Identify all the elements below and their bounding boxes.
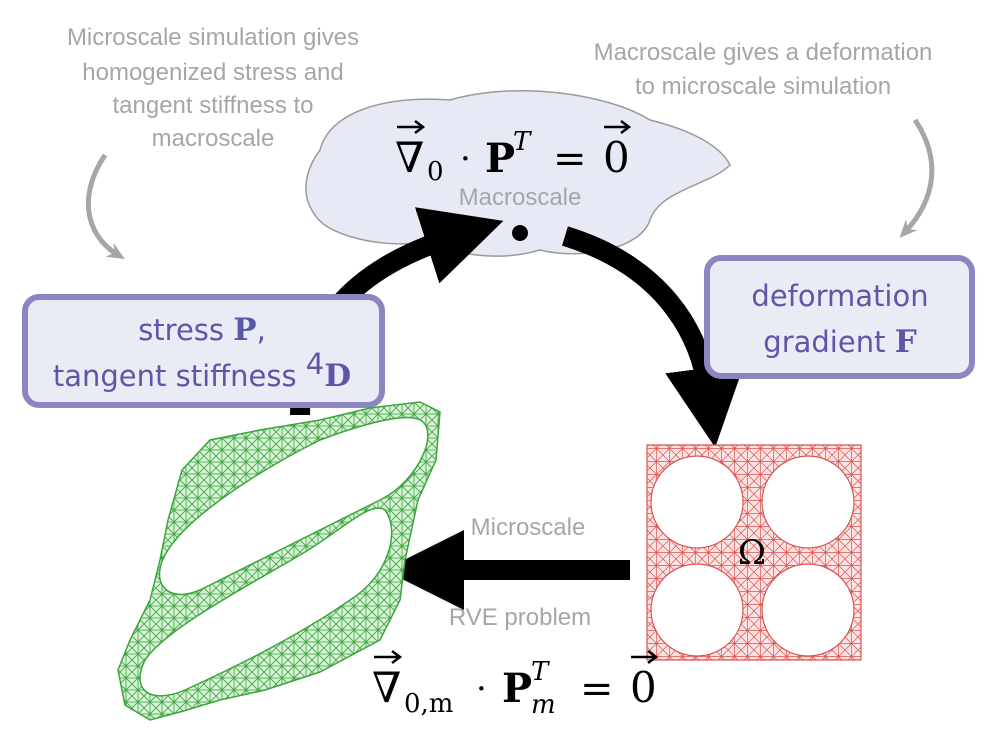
left-note: Microscale simulation gives homogenized …	[67, 24, 359, 152]
right-note: Macroscale gives a deformation to micros…	[594, 39, 933, 100]
stress-box-frame	[22, 294, 385, 408]
macroscale-point	[512, 225, 528, 241]
macro-dot: ·	[460, 139, 471, 179]
right-note-arrow	[899, 118, 935, 238]
micro-equals: =	[580, 666, 614, 712]
micro-P-sup: T	[531, 657, 550, 687]
micro-P: P	[502, 665, 532, 712]
micro-equation: ∇ 0,m · P T m = 0	[372, 650, 659, 720]
deformed-rve-mesh	[117, 401, 441, 721]
left-note-line-2: homogenized stress and	[82, 59, 344, 86]
macro-to-micro-arrow	[562, 226, 745, 448]
macro-equals: =	[553, 136, 587, 182]
left-note-line-3: tangent stiffness to	[112, 92, 313, 119]
micro-zero: 0	[630, 663, 657, 712]
micro-dot: ·	[476, 669, 487, 709]
left-note-line-1: Microscale simulation gives	[67, 24, 359, 51]
micro-nabla-sub: 0,m	[404, 689, 453, 719]
deformed-rve-outer	[117, 401, 441, 721]
microscale-label: Microscale	[471, 514, 586, 541]
deformation-box: deformation gradient F	[704, 255, 975, 379]
macro-nabla: ∇	[395, 133, 424, 182]
macro-P: P	[485, 135, 515, 182]
deformation-symbol-F: F	[895, 324, 917, 360]
stress-box: stress P, tangent stiffness 4D	[22, 294, 385, 408]
deformation-box-line-2: gradient F	[763, 324, 916, 360]
stress-comma: ,	[257, 313, 266, 347]
omega-label: Ω	[738, 533, 766, 573]
micro-P-sub: m	[531, 690, 556, 720]
macro-nabla-sub: 0	[427, 157, 444, 187]
gradient-label: gradient	[763, 325, 894, 359]
macro-zero: 0	[603, 133, 630, 182]
macroscale-label: Macroscale	[459, 184, 582, 211]
macro-equation: ∇ 0 · P T = 0	[395, 120, 632, 187]
micro-zero-vector-arrow	[631, 650, 659, 664]
micro-nabla-vector-arrow	[374, 650, 403, 664]
rve-problem-label: RVE problem	[449, 604, 591, 631]
macro-nabla-vector-arrow	[397, 120, 426, 134]
right-note-line-2: to microscale simulation	[635, 73, 891, 100]
stress-symbol-P: P	[233, 312, 256, 348]
stiffness-symbol-D: D	[324, 358, 351, 394]
deformation-box-frame	[704, 255, 975, 379]
stress-box-line-2: tangent stiffness 4D	[53, 347, 351, 394]
stress-box-line-1: stress P,	[138, 312, 266, 348]
tangent-stiffness-label: tangent stiffness	[53, 359, 306, 393]
right-note-line-1: Macroscale gives a deformation	[594, 39, 933, 66]
macro-P-sup: T	[513, 127, 532, 157]
left-note-line-4: macroscale	[152, 125, 275, 152]
stiffness-order-superscript: 4	[306, 347, 324, 381]
macro-zero-vector-arrow	[604, 120, 632, 134]
left-note-arrow	[85, 153, 125, 260]
stress-label: stress	[138, 313, 233, 347]
micro-nabla: ∇	[372, 663, 401, 712]
reference-rve-cell	[646, 444, 862, 661]
reference-rve-mesh: Ω	[646, 444, 862, 661]
deformation-label: deformation	[751, 279, 928, 313]
